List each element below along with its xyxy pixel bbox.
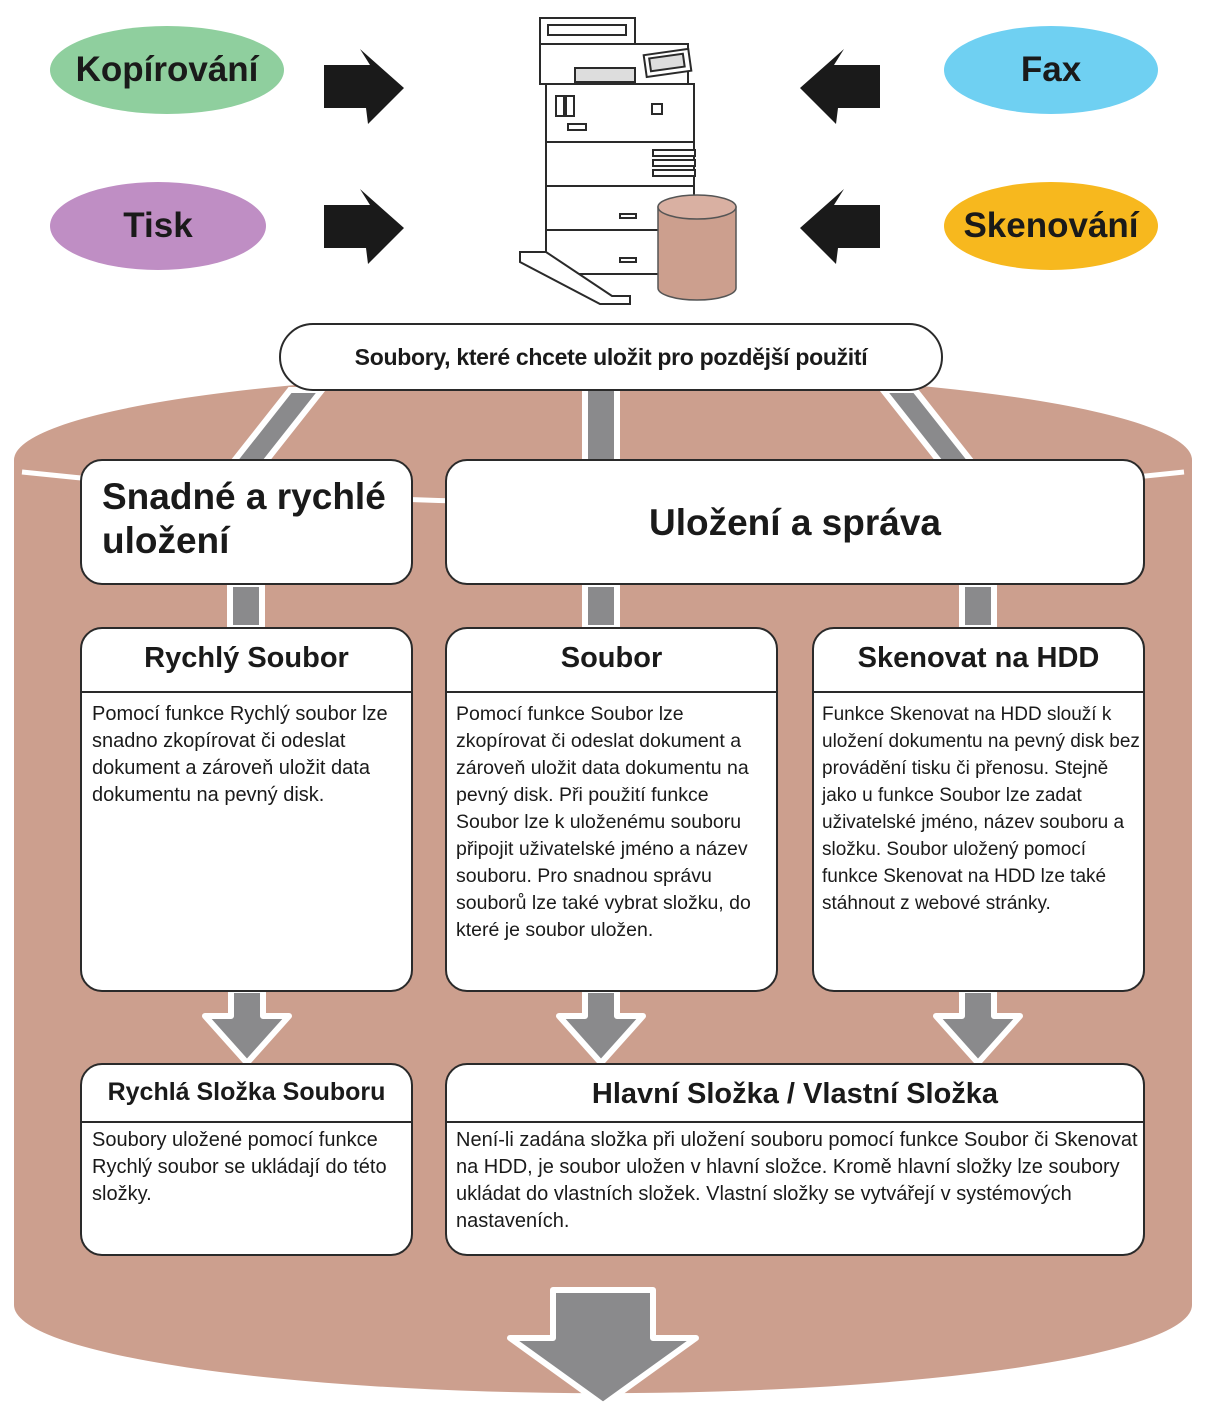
folder-quick-file-text: Soubory uložené pomocí funkce Rychlý sou… <box>92 1129 387 1205</box>
arrow-from-copy <box>324 49 404 124</box>
folder-quick-file-divider <box>82 1121 411 1123</box>
stored-files-label: Soubory, které chcete uložit pro pozdějš… <box>279 323 943 391</box>
card-quick-file-title: Rychlý Soubor <box>144 642 349 674</box>
stored-files-text: Soubory, které chcete uložit pro pozdějš… <box>354 343 868 370</box>
input-arrows <box>324 49 880 264</box>
down-arrow-bottom <box>507 1287 699 1405</box>
scan-label: Skenování <box>963 206 1139 245</box>
folder-main-custom-divider <box>447 1121 1143 1123</box>
card-file-text: Pomocí funkce Soubor lze zkopírovat či o… <box>456 703 751 941</box>
arrow-from-fax <box>800 49 880 124</box>
print-label: Tisk <box>123 206 193 245</box>
connector-middle <box>582 385 620 469</box>
card-file-title: Soubor <box>560 642 663 674</box>
card-file-divider <box>447 691 776 693</box>
group-save-manage-title: Uložení a správa <box>648 502 941 543</box>
group-quick-save-title: Snadné a rychlé uložení <box>102 476 386 561</box>
folder-quick-file-title: Rychlá Složka Souboru <box>107 1078 386 1106</box>
card-scan-hdd: Skenovat na HDD Funkce Skenovat na HDD s… <box>812 627 1145 992</box>
card-quick-file-text: Pomocí funkce Rychlý soubor lze snadno z… <box>92 703 388 806</box>
folder-main-custom-text: Není-li zadána složka při uložení soubor… <box>456 1129 1138 1232</box>
copy-oval: Kopírování <box>50 26 284 114</box>
card-file: Soubor Pomocí funkce Soubor lze zkopírov… <box>445 627 778 992</box>
card-quick-file: Rychlý Soubor Pomocí funkce Rychlý soubo… <box>80 627 413 992</box>
folder-main-custom: Hlavní Složka / Vlastní Složka Není-li z… <box>445 1063 1145 1256</box>
group-quick-save: Snadné a rychlé uložení <box>80 459 413 585</box>
card-scan-hdd-divider <box>814 691 1143 693</box>
card-scan-hdd-text: Funkce Skenovat na HDD slouží k uložení … <box>822 704 1140 914</box>
connector-file-card <box>582 581 620 631</box>
card-quick-file-divider <box>82 691 411 693</box>
scan-oval: Skenování <box>944 182 1158 270</box>
folder-quick-file: Rychlá Složka Souboru Soubory uložené po… <box>80 1063 413 1256</box>
hdd-icon <box>657 194 737 301</box>
copy-label: Kopírování <box>75 50 259 89</box>
arrow-from-scan <box>800 189 880 264</box>
folder-main-custom-title: Hlavní Složka / Vlastní Složka <box>591 1078 999 1110</box>
connector-quick-card <box>227 581 265 631</box>
fax-label: Fax <box>1020 50 1082 89</box>
card-scan-hdd-title: Skenovat na HDD <box>857 642 1100 674</box>
group-save-manage: Uložení a správa <box>445 459 1145 585</box>
down-arrow-file <box>556 987 646 1066</box>
fax-oval: Fax <box>944 26 1158 114</box>
down-arrow-scan <box>933 987 1023 1066</box>
print-oval: Tisk <box>50 182 266 270</box>
printer-illustration <box>519 17 696 305</box>
connector-scan-card <box>959 581 997 631</box>
arrow-from-print <box>324 189 404 264</box>
down-arrow-quick <box>202 987 292 1066</box>
down-arrows <box>202 987 1023 1405</box>
